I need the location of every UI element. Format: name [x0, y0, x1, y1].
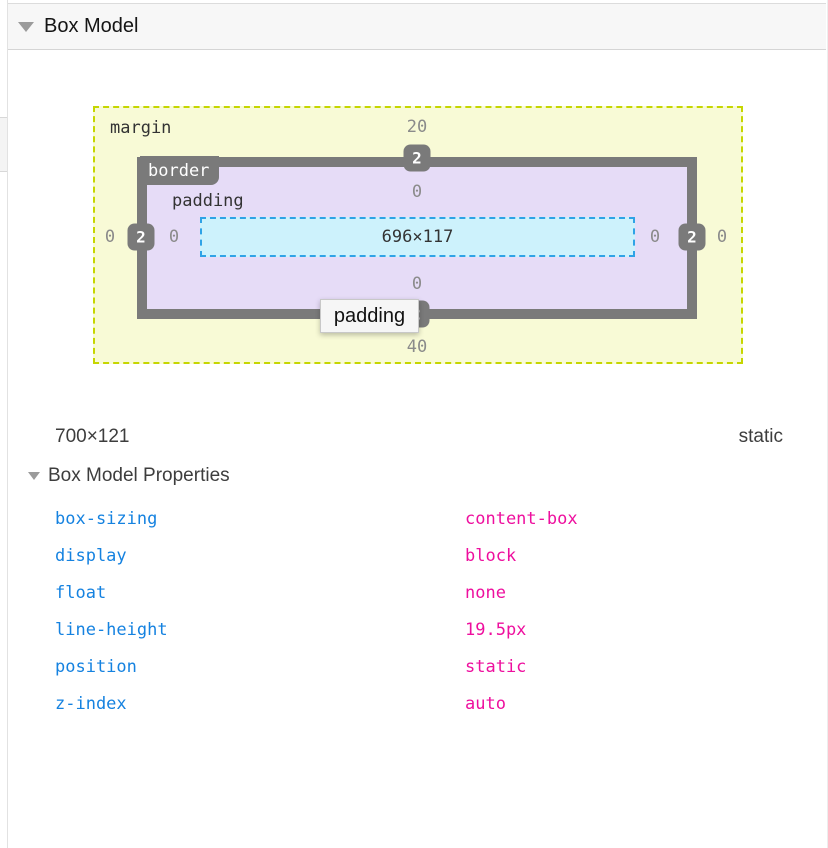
property-value: content-box — [465, 508, 578, 529]
disclosure-triangle-icon[interactable] — [28, 472, 40, 480]
adjacent-panel-fragment — [0, 117, 7, 172]
property-name: position — [55, 656, 137, 677]
padding-label: padding — [172, 191, 244, 211]
element-dimensions: 700×121 — [55, 426, 130, 447]
property-value: 19.5px — [465, 619, 527, 640]
property-row: position static — [55, 648, 795, 685]
section-header-box-model-properties[interactable]: Box Model Properties — [28, 465, 230, 487]
property-value: none — [465, 582, 506, 603]
border-top-badge: 2 — [403, 144, 431, 172]
margin-left-value: 0 — [104, 227, 116, 247]
property-value: auto — [465, 693, 506, 714]
panel-left-divider — [7, 0, 8, 848]
margin-label: margin — [110, 118, 172, 138]
property-name: z-index — [55, 693, 127, 714]
property-name: display — [55, 545, 127, 566]
property-name: float — [55, 582, 107, 603]
padding-right-value: 0 — [649, 227, 661, 247]
margin-bottom-value: 40 — [406, 337, 428, 357]
padding-left-value: 0 — [168, 227, 180, 247]
padding-bottom-value: 0 — [411, 274, 423, 294]
margin-right-value: 0 — [716, 227, 728, 247]
property-row: display block — [55, 537, 795, 574]
border-label: border — [140, 156, 220, 185]
padding-top-value: 0 — [411, 182, 423, 202]
element-position: static — [738, 426, 783, 447]
property-name: line-height — [55, 619, 168, 640]
properties-list: box-sizing content-box display block flo… — [55, 500, 795, 722]
margin-top-value: 20 — [406, 117, 428, 137]
property-row: box-sizing content-box — [55, 500, 795, 537]
content-size-label: 696×117 — [381, 227, 454, 247]
property-name: box-sizing — [55, 508, 158, 529]
border-left-badge: 2 — [127, 223, 155, 251]
hover-tooltip: padding — [320, 299, 419, 333]
section-title: Box Model — [44, 15, 139, 37]
property-row: float none — [55, 574, 795, 611]
property-value: static — [465, 656, 527, 677]
properties-section-title: Box Model Properties — [48, 465, 230, 486]
property-value: block — [465, 545, 517, 566]
content-region[interactable]: 696×117 — [200, 217, 635, 257]
property-row: line-height 19.5px — [55, 611, 795, 648]
property-row: z-index auto — [55, 685, 795, 722]
section-header-box-model[interactable]: Box Model — [8, 3, 826, 50]
border-right-badge: 2 — [678, 223, 706, 251]
disclosure-triangle-icon[interactable] — [18, 21, 34, 32]
